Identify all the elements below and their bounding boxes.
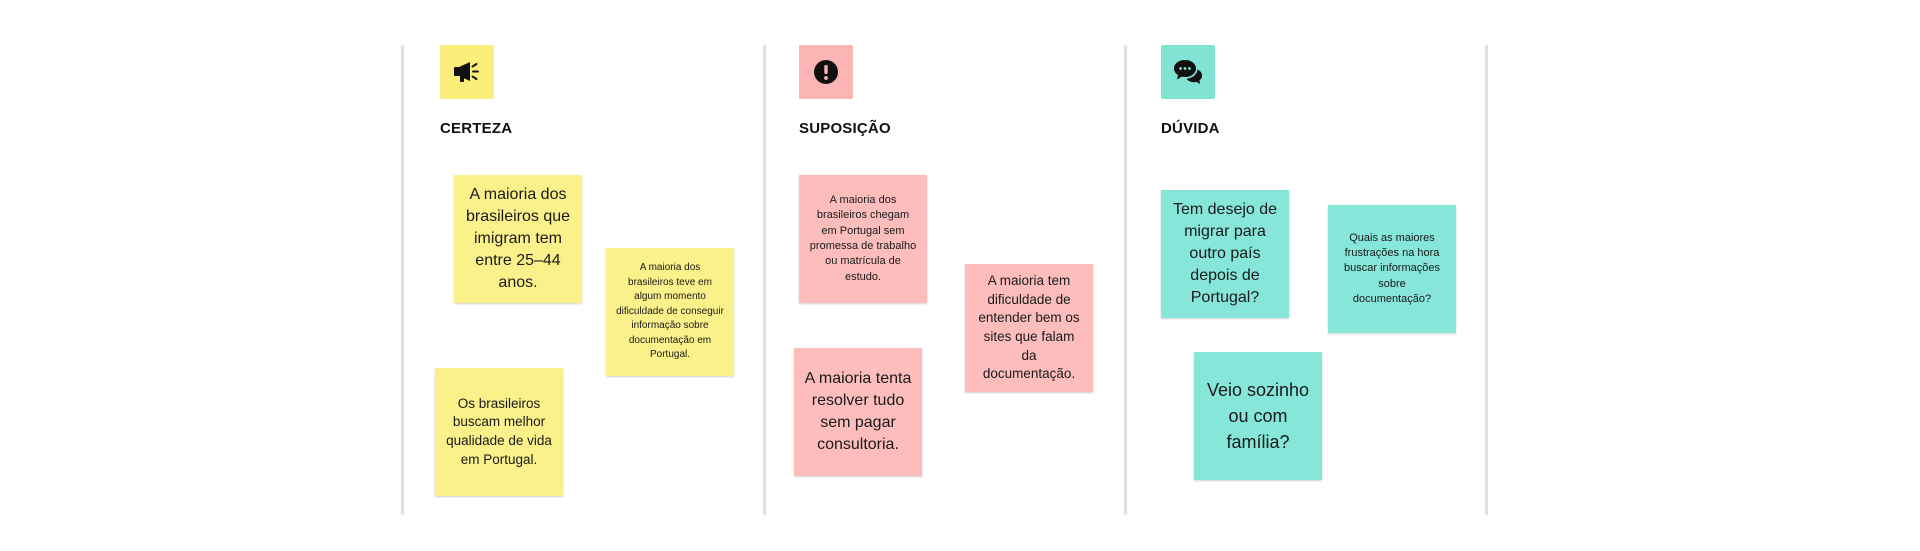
sticky-note[interactable]: A maioria tem dificuldade de entender be… (965, 264, 1093, 392)
sticky-note[interactable]: Os brasileiros buscam melhor qualidade d… (435, 368, 563, 496)
sticky-note[interactable]: A maioria dos brasileiros teve em algum … (606, 248, 734, 376)
sticky-note-text: Veio sozinho ou com família? (1206, 379, 1310, 453)
icon-tile-duvida (1161, 45, 1215, 99)
sticky-note-text: Quais as maiores frustrações na hora bus… (1344, 231, 1440, 306)
column-divider (1124, 45, 1127, 515)
sticky-note-text: Os brasileiros buscam melhor qualidade d… (446, 395, 552, 467)
megaphone-icon (454, 62, 479, 82)
sticky-note[interactable]: Quais as maiores frustrações na hora bus… (1328, 205, 1456, 333)
exclamation-icon (814, 60, 838, 84)
sticky-note[interactable]: A maioria tenta resolver tudo sem pagar … (794, 348, 922, 476)
column-title: CERTEZA (440, 120, 513, 137)
column-divider (1485, 45, 1488, 515)
sticky-note-text: Tem desejo de migrar para outro país dep… (1172, 200, 1278, 307)
sticky-note[interactable]: A maioria dos brasileiros chegam em Port… (799, 175, 927, 303)
sticky-note-text: A maioria dos brasileiros teve em algum … (616, 262, 724, 361)
icon-tile-suposicao (799, 45, 853, 99)
icon-tile-certeza (440, 45, 494, 99)
column-title: SUPOSIÇÃO (799, 120, 891, 137)
sticky-note-text: A maioria dos brasileiros que imigram te… (465, 185, 571, 292)
sticky-note[interactable]: Veio sozinho ou com família? (1194, 352, 1322, 480)
sticky-note-text: A maioria dos brasileiros chegam em Port… (809, 193, 917, 283)
sticky-note[interactable]: Tem desejo de migrar para outro país dep… (1161, 190, 1289, 318)
sticky-note-text: A maioria tenta resolver tudo sem pagar … (804, 369, 912, 454)
column-divider (401, 45, 404, 515)
column-divider (763, 45, 766, 515)
column-title: DÚVIDA (1161, 120, 1220, 137)
chat-bubbles-icon (1174, 60, 1202, 84)
sticky-note-text: A maioria tem dificuldade de entender be… (978, 273, 1080, 382)
sticky-note[interactable]: A maioria dos brasileiros que imigram te… (454, 175, 582, 303)
